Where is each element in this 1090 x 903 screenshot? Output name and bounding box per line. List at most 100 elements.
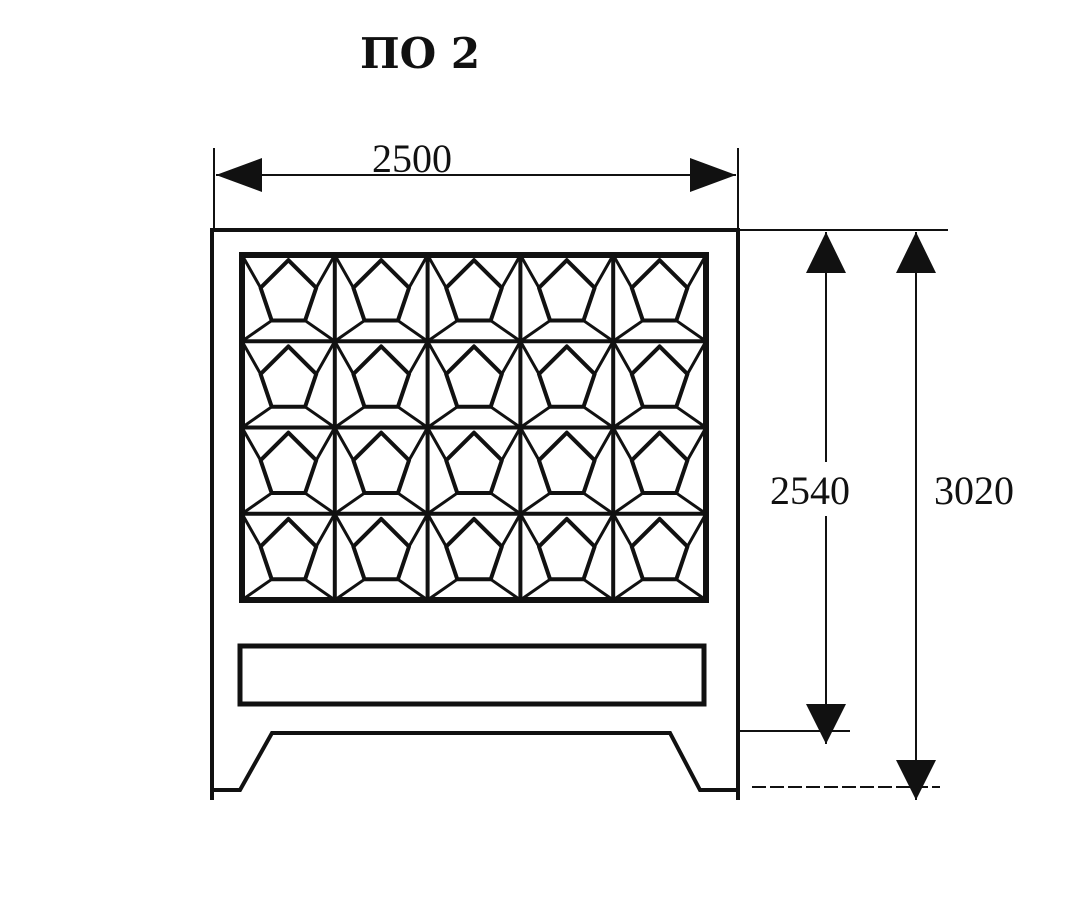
lattice-pattern xyxy=(240,253,708,602)
inner-height-dimension-label: 2540 xyxy=(770,468,850,513)
width-arrow-left xyxy=(216,158,262,192)
lattice-spoke xyxy=(240,339,263,376)
panel-base-right-foot xyxy=(402,731,738,792)
lattice-spoke xyxy=(303,405,337,429)
lattice-spoke xyxy=(489,577,522,602)
inner-height-arrow-bottom xyxy=(806,704,846,744)
lattice-spoke xyxy=(314,339,337,376)
inner-height-arrow-top xyxy=(806,232,846,273)
lattice-hexagon xyxy=(444,516,504,582)
total-height-dimension-label: 3020 xyxy=(934,468,1014,513)
lattice-spoke xyxy=(518,577,552,602)
lattice-hexagon xyxy=(629,430,690,496)
lattice-spoke xyxy=(426,577,459,602)
bottom-plinth xyxy=(237,643,707,707)
lattice-spoke xyxy=(333,253,355,290)
lattice-spoke xyxy=(582,319,615,343)
lattice-spoke xyxy=(518,405,552,429)
lattice-spoke xyxy=(489,491,522,516)
lattice-spoke xyxy=(333,339,355,376)
lattice-hexagon xyxy=(444,430,504,496)
lattice-spoke xyxy=(518,491,552,516)
lattice-spoke xyxy=(240,319,274,343)
lattice-spoke xyxy=(582,577,615,602)
lattice-spoke xyxy=(426,339,448,376)
lattice-spoke xyxy=(611,339,634,376)
lattice-hexagon xyxy=(258,258,319,323)
panel-base-left-foot xyxy=(212,731,402,792)
lattice-hexagon xyxy=(258,516,319,582)
lattice-spoke xyxy=(489,405,522,429)
lattice-spoke xyxy=(333,491,366,516)
lattice-hexagon xyxy=(351,516,412,582)
lattice-hexagon xyxy=(536,430,597,496)
lattice-spoke xyxy=(593,426,615,462)
lattice-spoke xyxy=(582,405,615,429)
lattice-spoke xyxy=(518,426,541,462)
lattice-spoke xyxy=(518,339,541,376)
lattice-spoke xyxy=(611,405,645,429)
lattice-spoke xyxy=(314,512,337,549)
lattice-hexagon xyxy=(351,344,412,409)
panel-outline xyxy=(210,228,740,800)
lattice-spoke xyxy=(593,512,615,549)
lattice-spoke xyxy=(314,426,337,462)
lattice-hexagon xyxy=(351,258,412,323)
lattice-spoke xyxy=(611,512,634,549)
lattice-spoke xyxy=(500,426,522,462)
lattice-spoke xyxy=(674,577,708,602)
lattice-spoke xyxy=(611,577,645,602)
lattice-spoke xyxy=(685,253,708,290)
width-arrow-right xyxy=(690,158,736,192)
lattice-spoke xyxy=(611,319,645,343)
lattice-spoke xyxy=(674,405,708,429)
lattice-spoke xyxy=(685,339,708,376)
lattice-spoke xyxy=(518,512,541,549)
lattice-spoke xyxy=(489,319,522,343)
width-dimension-label: 2500 xyxy=(372,136,452,181)
lattice-spoke xyxy=(611,253,634,290)
lattice-spoke xyxy=(303,577,337,602)
lattice-spoke xyxy=(333,512,355,549)
lattice-spoke xyxy=(240,405,274,429)
lattice-spoke xyxy=(240,253,263,290)
lattice-spoke xyxy=(593,339,615,376)
lattice-spoke xyxy=(582,491,615,516)
lattice-spoke xyxy=(240,491,274,516)
lattice-spoke xyxy=(333,405,366,429)
lattice-hexagon xyxy=(444,258,504,323)
lattice-spoke xyxy=(611,426,634,462)
lattice-spoke xyxy=(426,426,448,462)
lattice-spoke xyxy=(500,339,522,376)
total-height-arrow-top xyxy=(896,232,936,273)
lattice-spoke xyxy=(396,577,430,602)
lattice-spoke xyxy=(426,491,459,516)
lattice-spoke xyxy=(396,405,430,429)
lattice-hexagon xyxy=(258,430,319,496)
lattice-hexagon xyxy=(536,258,597,323)
lattice-hexagon xyxy=(536,516,597,582)
lattice-spoke xyxy=(518,319,552,343)
lattice-spoke xyxy=(500,512,522,549)
lattice-spoke xyxy=(426,405,459,429)
lattice-spoke xyxy=(426,512,448,549)
lattice-spoke xyxy=(333,577,366,602)
lattice-hexagon xyxy=(351,430,412,496)
lattice-spoke xyxy=(407,253,430,290)
lattice-spoke xyxy=(240,512,263,549)
drawing-title: ПО 2 xyxy=(360,29,480,78)
lattice-spoke xyxy=(426,319,459,343)
lattice-spoke xyxy=(685,426,708,462)
lattice-spoke xyxy=(500,253,522,290)
lattice-hexagon xyxy=(444,344,504,409)
lattice-spoke xyxy=(396,319,430,343)
lattice-spoke xyxy=(407,426,430,462)
lattice-spoke xyxy=(685,512,708,549)
lattice-spoke xyxy=(240,577,274,602)
total-height-arrow-bottom xyxy=(896,760,936,800)
lattice-spoke xyxy=(303,319,337,343)
lattice-spoke xyxy=(593,253,615,290)
lattice-spoke xyxy=(407,512,430,549)
lattice-hexagon xyxy=(629,258,690,323)
lattice-spoke xyxy=(426,253,448,290)
